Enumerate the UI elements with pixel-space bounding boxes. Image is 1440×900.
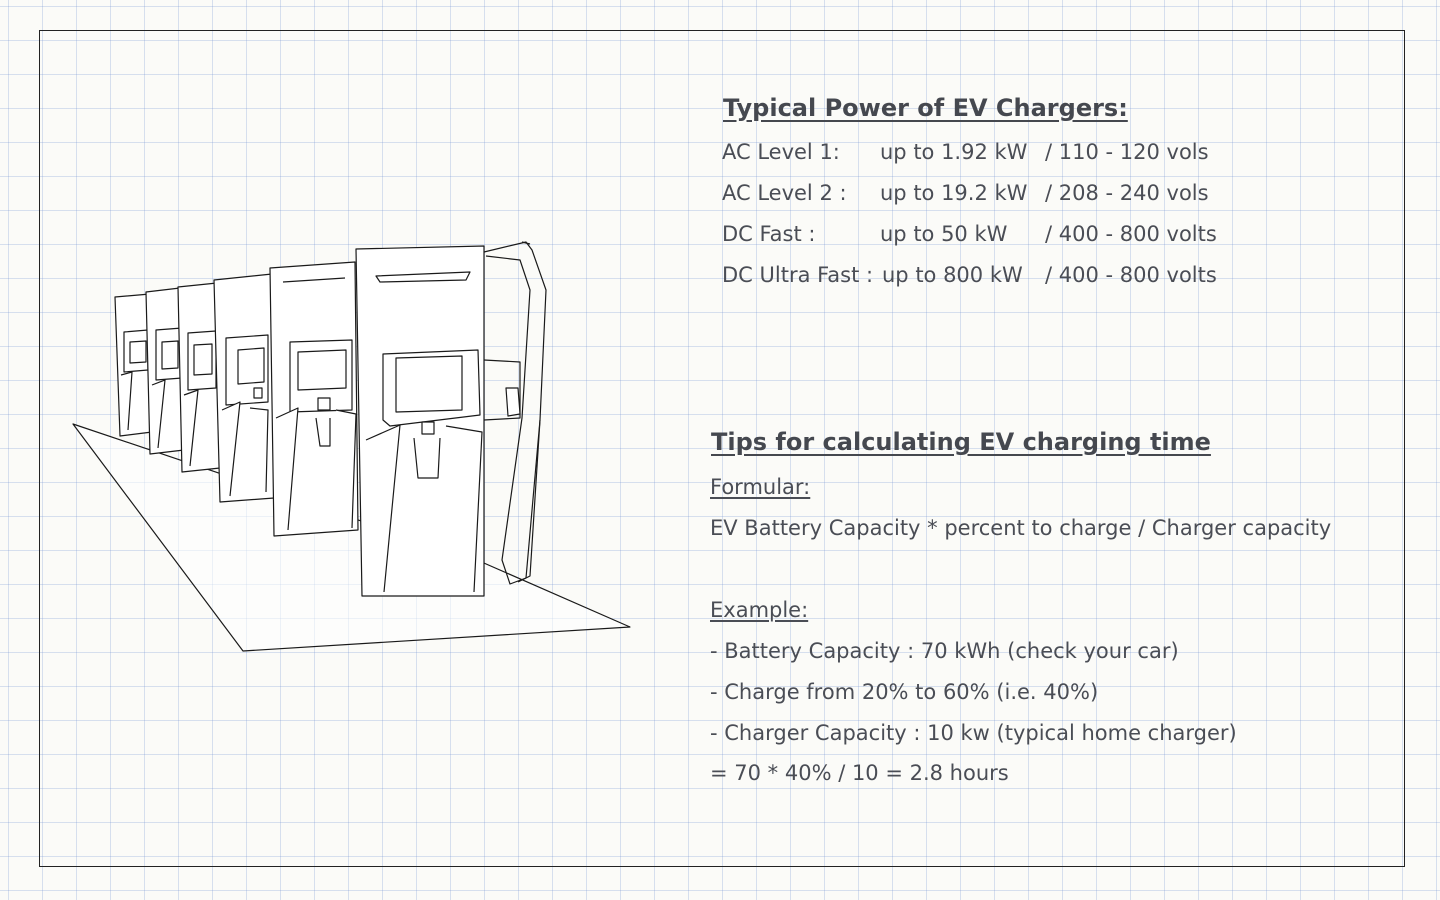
example-label: Example:	[710, 598, 809, 622]
drawing-frame	[39, 30, 1405, 867]
formula-text: EV Battery Capacity * percent to charge …	[710, 516, 1332, 540]
example-line: - Battery Capacity : 70 kWh (check your …	[710, 639, 1179, 663]
charger-voltage: / 400 - 800 volts	[1045, 263, 1217, 287]
charger-cable	[483, 241, 547, 585]
charger-type: AC Level 1:	[722, 140, 840, 164]
example-result: = 70 * 40% / 10 = 2.8 hours	[710, 761, 1009, 785]
charger-station-4	[213, 273, 275, 503]
charger-power: up to 800 kW	[882, 263, 1023, 287]
charger-voltage: / 208 - 240 vols	[1045, 181, 1209, 205]
charger-power: up to 50 kW	[880, 222, 1008, 246]
tips-section-heading: Tips for calculating EV charging time	[711, 428, 1211, 456]
power-section-heading: Typical Power of EV Chargers:	[723, 94, 1128, 122]
example-line: - Charger Capacity : 10 kw (typical home…	[710, 721, 1237, 745]
charger-station-2	[145, 287, 185, 455]
ev-charging-stations-illustration	[72, 241, 631, 652]
charger-station-1	[114, 293, 153, 437]
charger-type: DC Fast :	[722, 222, 816, 246]
formula-label: Formular:	[710, 475, 811, 499]
charger-station-6	[355, 245, 485, 597]
charger-power: up to 19.2 kW	[880, 181, 1028, 205]
example-line: - Charge from 20% to 60% (i.e. 40%)	[710, 680, 1099, 704]
charger-type: DC Ultra Fast :	[722, 263, 874, 287]
charger-station-5	[269, 261, 359, 537]
charger-power: up to 1.92 kW	[880, 140, 1028, 164]
charger-voltage: / 400 - 800 volts	[1045, 222, 1217, 246]
charger-type: AC Level 2 :	[722, 181, 847, 205]
charger-station-3	[177, 282, 221, 473]
charger-voltage: / 110 - 120 vols	[1045, 140, 1209, 164]
